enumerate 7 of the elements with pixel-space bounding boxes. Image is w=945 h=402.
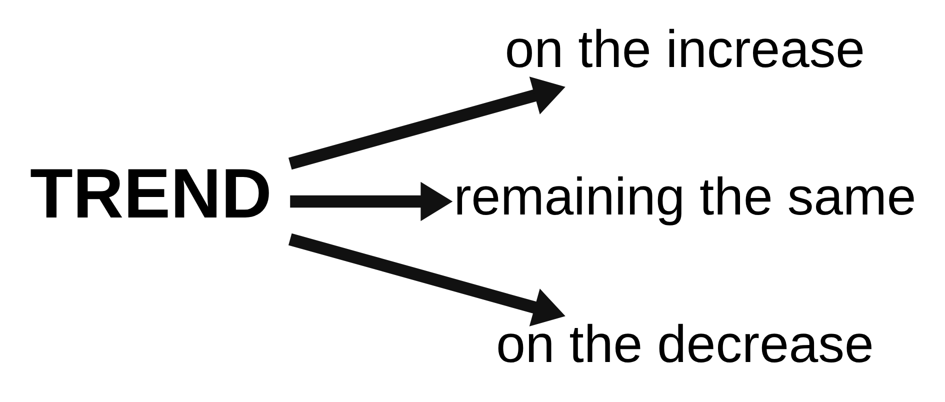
arrow xyxy=(288,76,566,170)
node-text: on the increase xyxy=(504,20,865,79)
node-text: remaining the same xyxy=(454,167,916,226)
arrow xyxy=(288,232,566,326)
arrow xyxy=(290,181,453,221)
node-text: TREND xyxy=(30,152,272,232)
node-text: on the decrease xyxy=(496,314,874,374)
